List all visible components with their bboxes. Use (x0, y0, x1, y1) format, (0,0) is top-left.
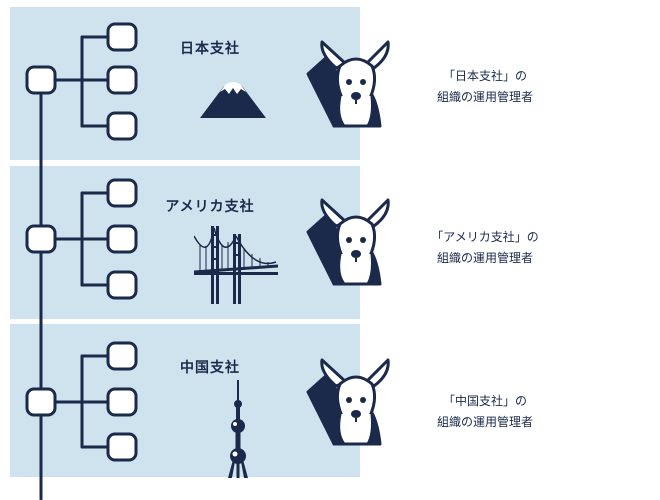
branch-panel-japan (10, 7, 360, 160)
kangaroo-mascot-icon (306, 40, 390, 128)
child-node (106, 270, 138, 300)
child-node (106, 65, 138, 95)
parent-node-japan (25, 65, 57, 95)
kangaroo-mascot-icon (306, 198, 390, 286)
child-node (106, 432, 138, 462)
mount-fuji-icon (200, 82, 266, 118)
caption-china: 「中国支社」の 組織の運用管理者 (390, 391, 580, 433)
kangaroo-mascot-icon (306, 358, 390, 446)
caption-america: 「アメリカ支社」の 組織の運用管理者 (390, 227, 580, 269)
parent-node-america (25, 224, 57, 254)
golden-gate-bridge-icon (194, 226, 278, 304)
parent-node-china (25, 387, 57, 417)
child-node (106, 178, 138, 208)
child-node (106, 22, 138, 52)
child-node (106, 224, 138, 254)
branch-label-japan: 日本支社 (180, 41, 240, 57)
caption-line-1: 「アメリカ支社」の (431, 230, 539, 244)
caption-line-2: 組織の運用管理者 (436, 90, 533, 104)
caption-line-1: 「中国支社」の (442, 394, 527, 408)
branch-label-america: アメリカ支社 (165, 199, 255, 215)
branch-label-china: 中国支社 (180, 360, 240, 376)
child-node (106, 387, 138, 417)
caption-line-2: 組織の運用管理者 (436, 251, 533, 265)
oriental-pearl-tower-icon (228, 380, 248, 478)
child-node (106, 111, 138, 141)
caption-line-2: 組織の運用管理者 (436, 415, 533, 429)
caption-line-1: 「日本支社」の (442, 69, 527, 83)
child-node (106, 341, 138, 371)
caption-japan: 「日本支社」の 組織の運用管理者 (390, 66, 580, 108)
branch-panel-america (10, 166, 360, 319)
